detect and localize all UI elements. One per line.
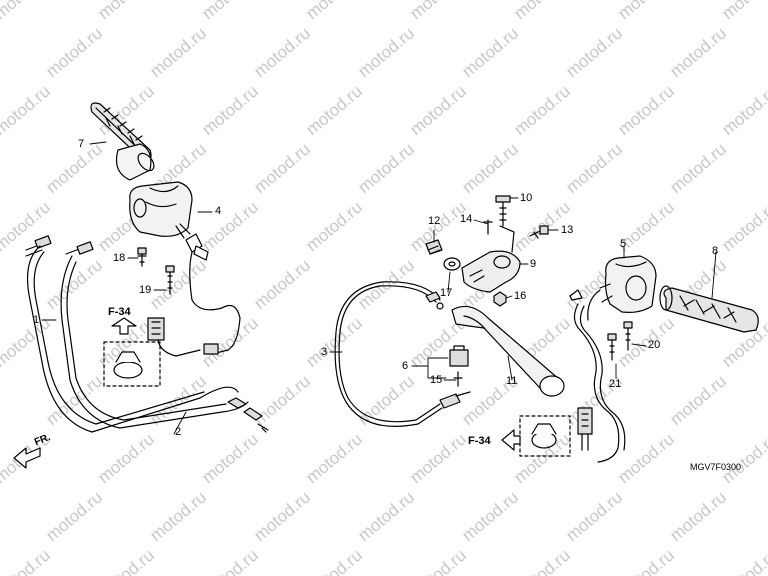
part-label-10: 10: [520, 192, 533, 204]
left-small-bolts: [137, 247, 175, 295]
front-direction-arrow: [13, 447, 41, 469]
part-label-12: 12: [428, 215, 441, 227]
right-switch-wiring: [569, 289, 626, 463]
reference-f34-right[interactable]: F-34: [468, 435, 491, 447]
part-label-1: 1: [33, 314, 40, 326]
part-label-21: 21: [609, 378, 622, 390]
lever-bracket-part: [461, 225, 521, 293]
part-label-8: 8: [712, 245, 719, 257]
part-label-17: 17: [440, 287, 453, 299]
part-label-4: 4: [215, 205, 222, 217]
part-label-15: 15: [430, 374, 443, 386]
clutch-switch-part: [449, 345, 469, 387]
part-label-5: 5: [620, 238, 627, 250]
reference-f34-left[interactable]: F-34: [108, 306, 131, 318]
leader-lines: [41, 141, 717, 435]
right-switch-housing-part: [599, 255, 657, 313]
part-label-14: 14: [460, 213, 473, 225]
part-label-11: 11: [506, 375, 518, 387]
left-grip-part: [90, 102, 155, 181]
part-label-6: 6: [402, 360, 409, 372]
bracket-hardware: [425, 195, 549, 307]
throttle-housing-part: [129, 181, 193, 239]
part-label-9: 9: [530, 258, 537, 270]
part-label-2: 2: [175, 426, 182, 438]
left-connector-and-clamp: [103, 317, 165, 387]
clutch-lever-part: [451, 305, 565, 397]
part-label-16: 16: [514, 290, 527, 302]
right-clamp-group: [501, 415, 571, 457]
clutch-cable-part: [334, 281, 471, 427]
part-label-3: 3: [321, 346, 328, 358]
part-label-13: 13: [561, 224, 574, 236]
part-label-18: 18: [113, 252, 126, 264]
right-small-bolts: [607, 321, 633, 361]
throttle-cables: [25, 233, 269, 433]
right-grip-part: [659, 285, 759, 333]
diagram-code: MGV7F0300: [690, 462, 742, 472]
part-label-7: 7: [78, 138, 85, 150]
part-label-19: 19: [139, 284, 152, 296]
part-label-20: 20: [648, 339, 661, 351]
